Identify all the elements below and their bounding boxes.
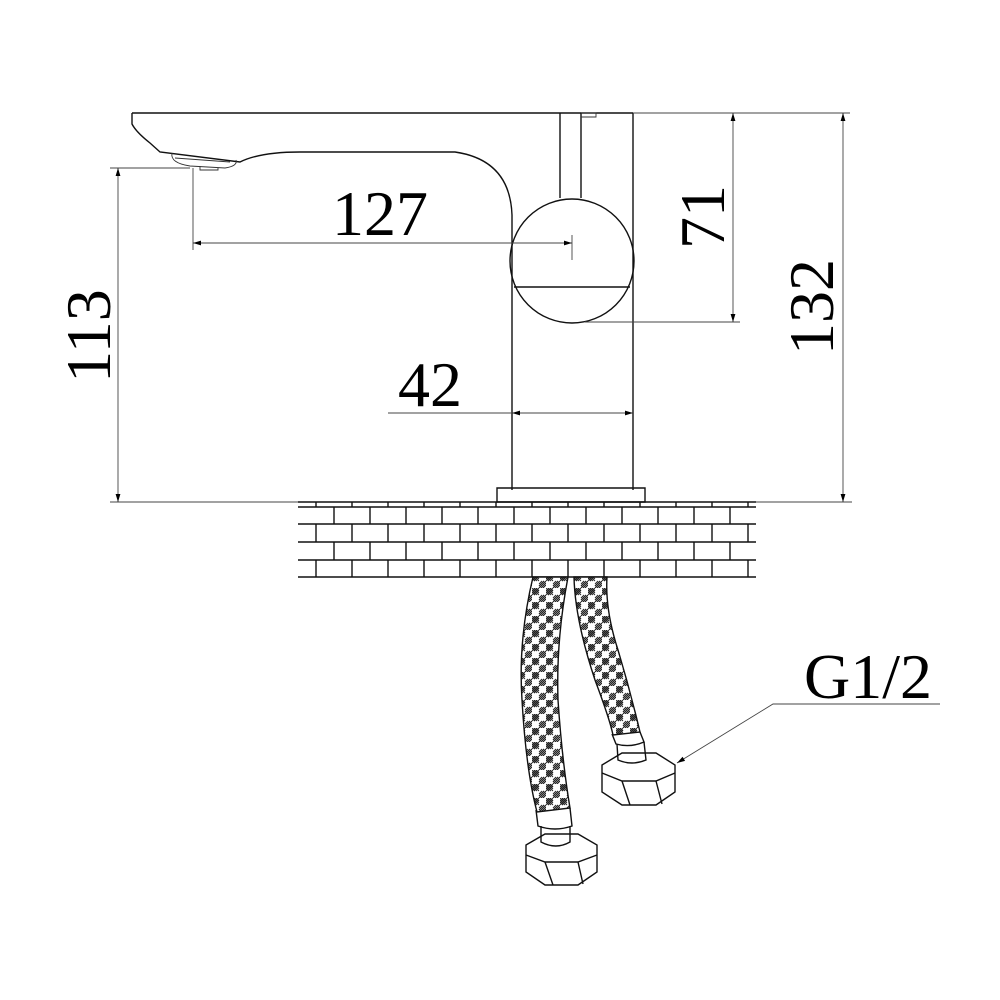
- dimension-body-diameter: 42: [388, 349, 633, 420]
- dimension-spout-height: 113: [53, 167, 298, 503]
- label-handle-height: 71: [667, 185, 738, 249]
- countertop-section: [298, 501, 756, 578]
- callout-thread-size: G1/2: [676, 641, 940, 764]
- supply-hose-left: [520, 576, 598, 886]
- label-thread-size: G1/2: [804, 641, 932, 712]
- label-body-diameter: 42: [398, 349, 462, 420]
- supply-hose-right: [573, 576, 676, 806]
- label-spout-height: 113: [53, 289, 124, 383]
- label-spout-reach: 127: [332, 178, 428, 249]
- faucet-body: [131, 112, 646, 503]
- dimension-total-height: 132: [756, 113, 852, 503]
- label-total-height: 132: [776, 259, 847, 355]
- dimension-handle-height: 71: [585, 112, 850, 323]
- dimension-spout-reach: 127: [192, 168, 573, 260]
